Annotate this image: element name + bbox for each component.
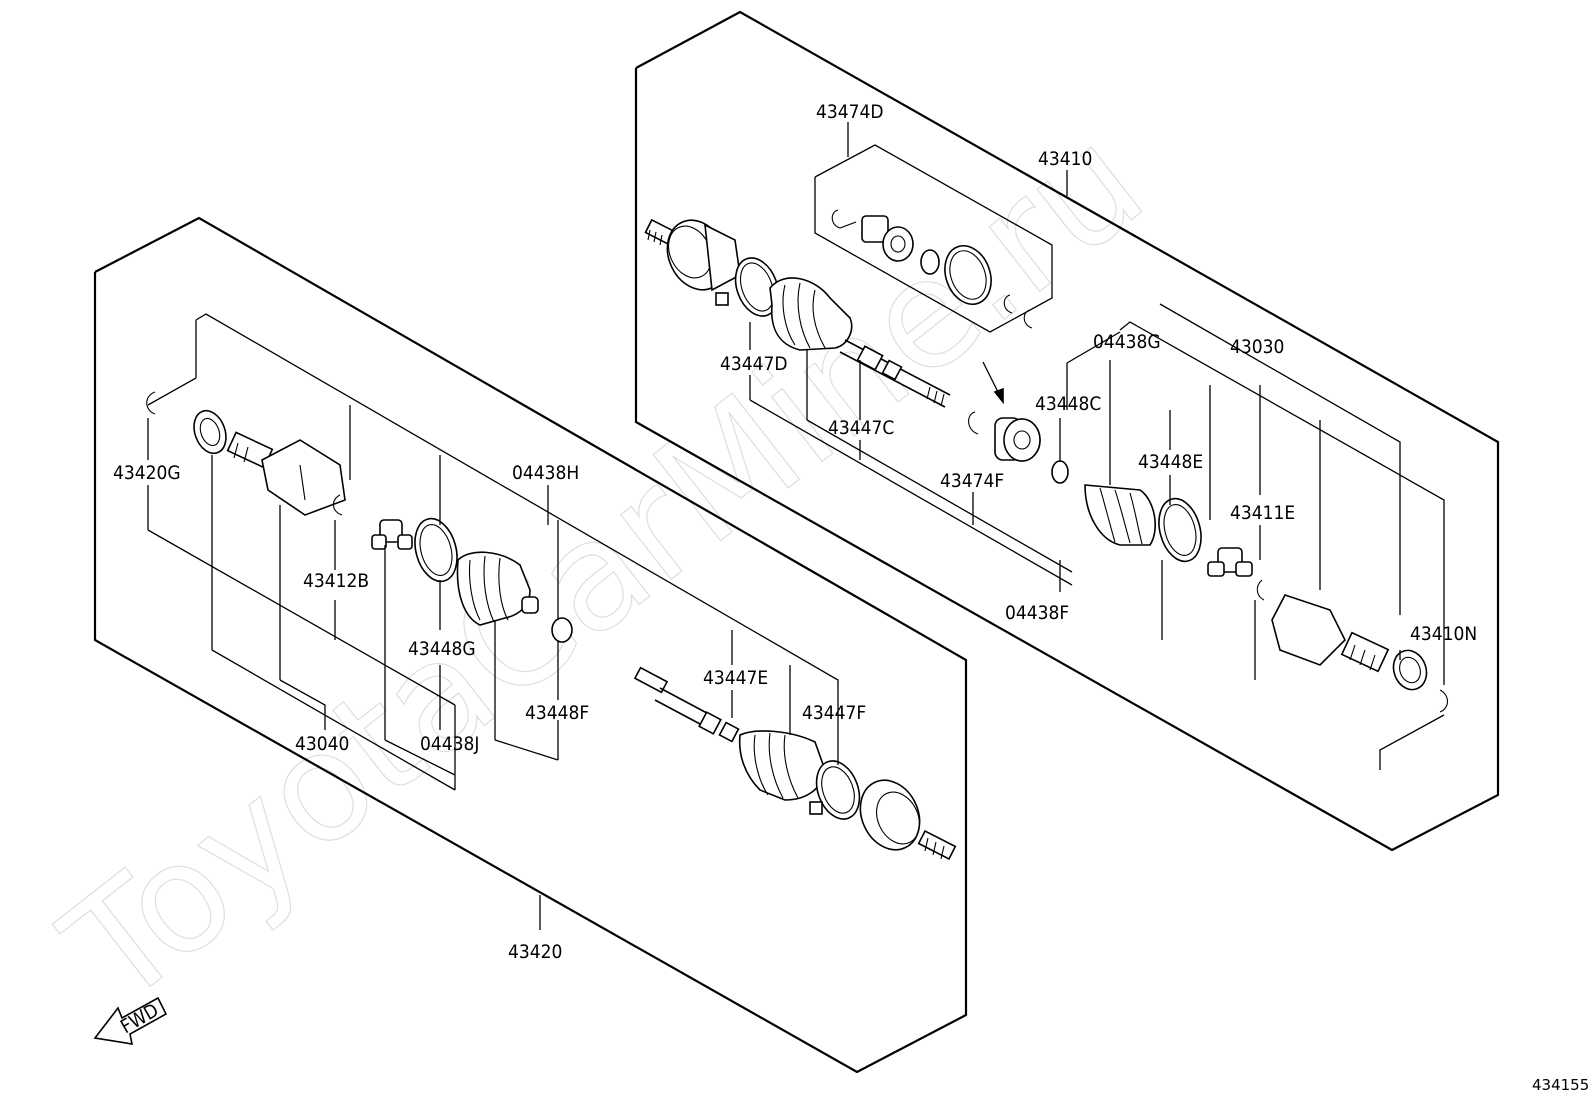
right-inboard-joint	[1271, 594, 1390, 673]
label-04438H[interactable]: 04438H	[512, 462, 579, 484]
right-outer-boot	[769, 277, 853, 351]
left-inner-boot	[456, 551, 539, 626]
bearing-kit-parts	[831, 209, 1033, 329]
right-outer-boot-band	[734, 257, 780, 317]
right-tripod	[1207, 547, 1253, 577]
left-tripod	[371, 519, 413, 550]
label-43411E[interactable]: 43411E	[1230, 502, 1295, 524]
label-43448C[interactable]: 43448C	[1035, 393, 1101, 415]
watermark-text: ToyotaCarMine.ru	[34, 94, 1175, 1038]
label-43448F[interactable]: 43448F	[525, 702, 589, 724]
label-43448G[interactable]: 43448G	[408, 638, 476, 660]
right-dust-seal	[1392, 649, 1428, 691]
left-inboard-joint	[226, 431, 346, 516]
left-inner-frame	[195, 313, 839, 705]
label-43447E[interactable]: 43447E	[703, 667, 768, 689]
label-43420[interactable]: 43420	[508, 941, 562, 963]
left-dust-seal	[193, 409, 227, 455]
inner-clamp-43448C	[1051, 460, 1069, 484]
label-43447C[interactable]: 43447C	[828, 417, 894, 439]
center-bearing	[968, 411, 1041, 462]
right-snap-ring	[1256, 579, 1265, 601]
label-43448E[interactable]: 43448E	[1138, 451, 1203, 473]
left-snap-ring	[332, 494, 343, 516]
left-boot-band	[414, 517, 458, 583]
left-outer-boot	[738, 730, 826, 801]
bearing-kit-box	[814, 144, 1053, 333]
label-43412B[interactable]: 43412B	[303, 570, 369, 592]
label-43447F[interactable]: 43447F	[802, 702, 866, 724]
label-43474F[interactable]: 43474F	[940, 470, 1004, 492]
label-04438G[interactable]: 04438G	[1093, 331, 1161, 353]
part-labels: 43474D 43410 43447D 43447C 04438G 43030 …	[113, 101, 1477, 963]
right-end-clip	[1439, 689, 1449, 713]
label-43447D[interactable]: 43447D	[720, 353, 788, 375]
right-shaft	[839, 339, 951, 408]
right-outer-cv-joint	[644, 218, 741, 306]
label-43410N[interactable]: 43410N	[1410, 623, 1477, 645]
right-inner-boot-band	[1158, 497, 1202, 563]
left-leader-lines	[147, 320, 839, 930]
label-04438F[interactable]: 04438F	[1005, 602, 1069, 624]
left-small-clamp	[551, 617, 573, 643]
kit-arrow	[982, 361, 1004, 405]
right-leader-lines	[749, 122, 1445, 770]
label-43474D[interactable]: 43474D	[816, 101, 884, 123]
label-43040[interactable]: 43040	[295, 733, 349, 755]
left-end-clip	[146, 391, 156, 415]
label-04438J[interactable]: 04438J	[420, 733, 479, 755]
left-assembly-frame	[93, 216, 968, 1074]
label-43030[interactable]: 43030	[1230, 336, 1284, 358]
inboard-joint-frame	[1119, 303, 1445, 608]
left-outer-cv-joint	[859, 779, 957, 861]
left-outer-boot-band	[809, 760, 861, 820]
label-43420G[interactable]: 43420G	[113, 462, 181, 484]
right-inner-boot	[1084, 484, 1156, 546]
right-assembly-frame	[634, 10, 1500, 852]
diagram-id: 434155	[1532, 1076, 1589, 1094]
label-43410[interactable]: 43410	[1038, 148, 1092, 170]
left-shaft	[633, 666, 740, 743]
